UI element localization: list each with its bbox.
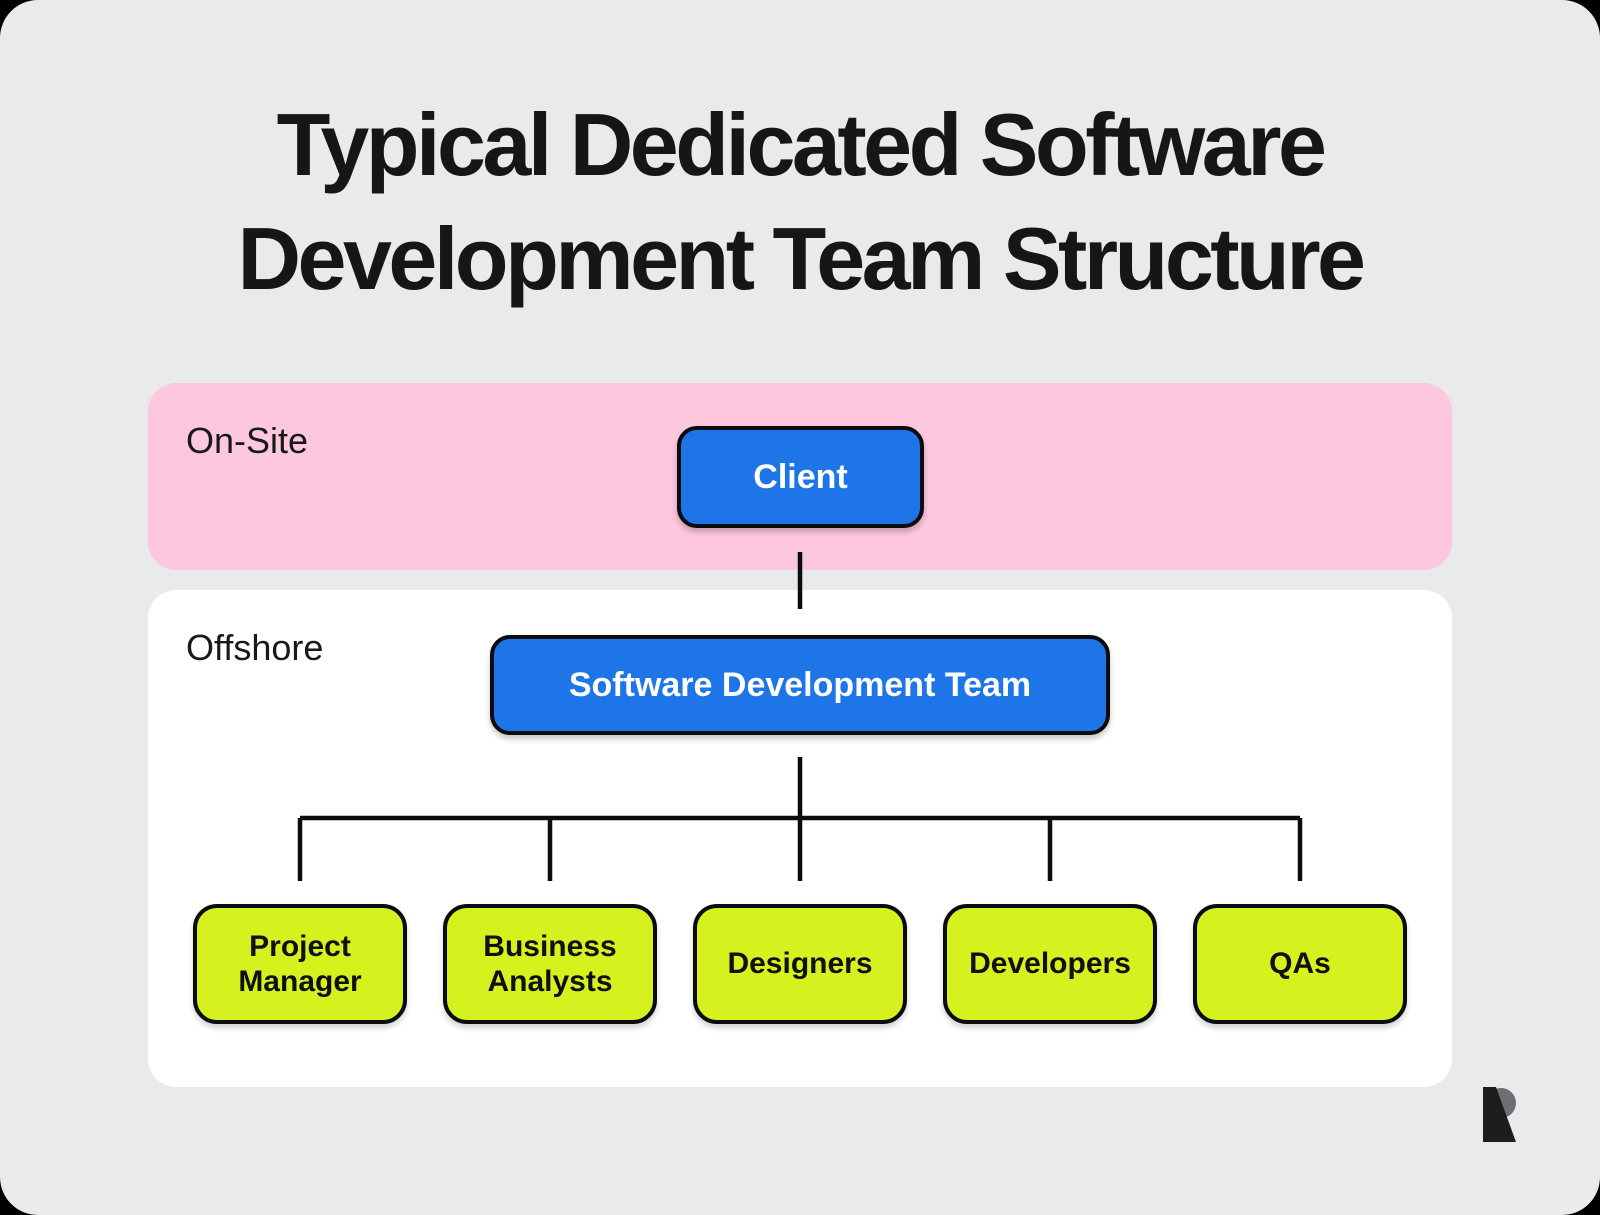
role-box-qas: QAs	[1193, 904, 1407, 1024]
role-boxes-row: Project Manager Business Analysts Design…	[193, 904, 1407, 1024]
brand-logo-r-icon	[1483, 1087, 1516, 1142]
role-box-developers: Developers	[943, 904, 1157, 1024]
offshore-section-label: Offshore	[186, 627, 324, 668]
role-box-business-analysts: Business Analysts	[443, 904, 657, 1024]
role-label: Designers	[727, 947, 873, 981]
role-label: Project Manager	[238, 929, 362, 998]
page-title-line-2: Development Team Structure	[237, 209, 1366, 309]
software-development-team-node: Software Development Team	[490, 635, 1110, 735]
role-label: Business Analysts	[483, 929, 617, 998]
client-node: Client	[677, 426, 924, 528]
role-label: Developers	[969, 947, 1131, 981]
page-title: Typical Dedicated Software Development T…	[0, 88, 1600, 317]
role-box-designers: Designers	[693, 904, 907, 1024]
role-box-project-manager: Project Manager	[193, 904, 407, 1024]
page-title-line-1: Typical Dedicated Software	[276, 95, 1327, 194]
onsite-section-label: On-Site	[186, 420, 309, 461]
software-development-team-node-label: Software Development Team	[568, 665, 1032, 704]
role-label: QAs	[1269, 947, 1331, 981]
client-node-label: Client	[753, 457, 848, 496]
